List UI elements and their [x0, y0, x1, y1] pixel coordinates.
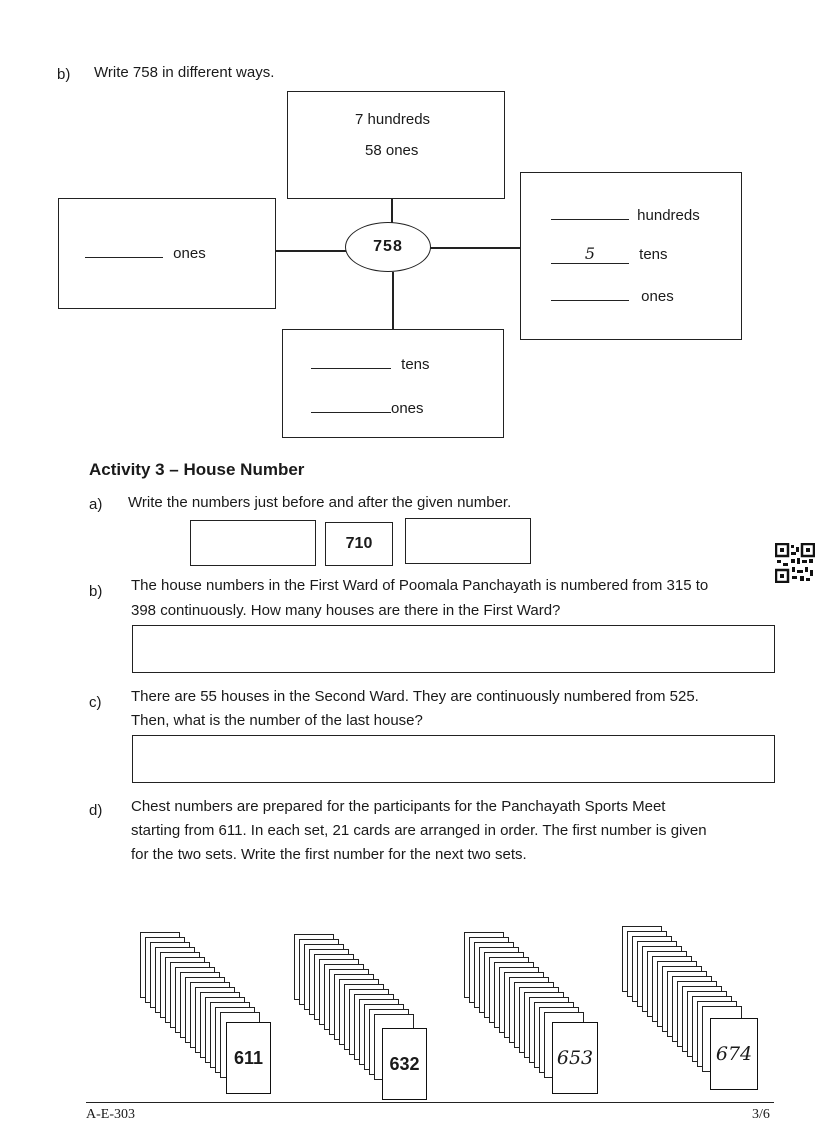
deck-answer-number[interactable]: 674 — [710, 1018, 758, 1090]
footer-rule — [86, 1102, 774, 1104]
bottom-box-row-2: ones — [311, 398, 424, 417]
bottom-box-row-1: tens — [311, 354, 430, 373]
bottom-box-unit2: ones — [391, 400, 424, 417]
right-box-row-3: ones — [551, 286, 674, 305]
bottom-box: tens ones — [282, 329, 504, 438]
deck-answer-number[interactable]: 653 — [552, 1022, 598, 1094]
given-number-box: 710 — [325, 522, 393, 566]
question-d-line2: starting from 611. In each set, 21 cards… — [131, 822, 707, 839]
connector-bottom — [392, 272, 394, 330]
question-a-text: Write the numbers just before and after … — [128, 494, 512, 511]
answer-blank[interactable] — [311, 398, 391, 413]
question-label-a: a) — [89, 496, 103, 513]
question-c-line2: Then, what is the number of the last hou… — [131, 712, 423, 729]
bottom-box-unit1: tens — [401, 356, 430, 373]
question-label-b: b) — [57, 66, 71, 83]
answer-blank[interactable] — [85, 243, 163, 258]
connector-left — [274, 250, 348, 252]
deck-first-number: 611 — [226, 1022, 271, 1094]
center-number: 758 — [345, 222, 431, 272]
right-box-unit3: ones — [641, 288, 674, 305]
top-box-line1: 7 hundreds — [355, 111, 431, 128]
connector-right — [430, 247, 520, 249]
left-box-row: ones — [85, 243, 206, 262]
before-number-box[interactable] — [190, 520, 316, 566]
qr-code-icon — [775, 543, 815, 583]
answer-box-b[interactable] — [132, 625, 775, 673]
answer-box-c[interactable] — [132, 735, 775, 783]
question-d-line3: for the two sets. Write the first number… — [131, 846, 527, 863]
right-box-row-1: hundreds — [551, 205, 700, 224]
card-deck-1: 611 — [136, 930, 276, 1094]
question-d-line1: Chest numbers are prepared for the parti… — [131, 798, 666, 815]
left-box: ones — [58, 198, 276, 309]
top-box-line2: 58 ones — [365, 142, 419, 159]
question-label-c: c) — [89, 694, 102, 711]
right-box-unit2: tens — [639, 246, 668, 263]
card-deck-2: 632 — [290, 932, 430, 1100]
connector-top — [391, 198, 393, 224]
question-label-d: d) — [89, 802, 103, 819]
left-box-unit: ones — [173, 245, 206, 262]
question-c-line1: There are 55 houses in the Second Ward. … — [131, 688, 699, 705]
after-number-box[interactable] — [405, 518, 531, 564]
card-deck-3: 653 — [460, 930, 600, 1094]
answer-blank[interactable] — [551, 286, 629, 301]
answer-blank[interactable] — [311, 354, 391, 369]
tens-answer[interactable]: 5 — [551, 246, 629, 264]
card-deck-4: 674 — [618, 924, 758, 1090]
right-box: hundreds 5 tens ones — [520, 172, 742, 340]
right-box-unit1: hundreds — [637, 207, 700, 224]
right-box-row-2: 5 tens — [551, 246, 668, 264]
question-label-b2: b) — [89, 583, 103, 600]
question-b-line1: The house numbers in the First Ward of P… — [131, 577, 709, 594]
question-b-line2: 398 continuously. How many houses are th… — [131, 602, 561, 619]
answer-blank[interactable] — [551, 205, 629, 220]
top-box: 7 hundreds 58 ones — [287, 91, 505, 199]
activity-title: Activity 3 – House Number — [89, 460, 305, 479]
footer-code: A-E-303 — [86, 1107, 135, 1122]
footer-page: 3/6 — [752, 1107, 770, 1122]
question-text: Write 758 in different ways. — [94, 64, 275, 81]
deck-first-number: 632 — [382, 1028, 427, 1100]
